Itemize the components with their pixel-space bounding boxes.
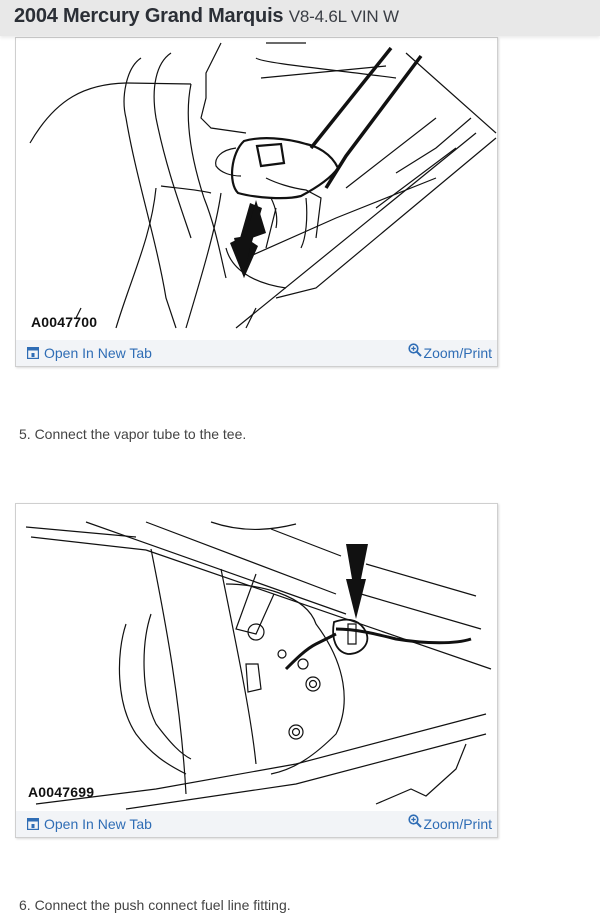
open-new-tab-icon	[27, 818, 39, 830]
figure-a0047699: A0047699 Open In New Tab Zoom/Print	[15, 503, 498, 838]
zoom-in-icon	[407, 343, 422, 357]
engine-spec: V8-4.6L VIN W	[288, 7, 399, 26]
figure-caption: A0047700	[31, 314, 98, 330]
page-header: 2004 Mercury Grand Marquis V8-4.6L VIN W	[0, 0, 600, 36]
figure-a0047700: A0047700 Open In New Tab Zoom/Print	[15, 37, 498, 367]
step-6-text: 6. Connect the push connect fuel line fi…	[19, 897, 291, 913]
zoom-in-icon	[407, 814, 422, 828]
open-in-new-tab-link[interactable]: Open In New Tab	[27, 345, 152, 361]
zoom-print-link[interactable]: Zoom/Print	[407, 814, 492, 832]
zoom-print-label: Zoom/Print	[423, 345, 492, 361]
zoom-print-label: Zoom/Print	[423, 816, 492, 832]
zoom-print-link[interactable]: Zoom/Print	[407, 343, 492, 361]
vapor-tube-diagram	[29, 42, 497, 329]
fuel-line-diagram	[25, 521, 492, 810]
figure-caption: A0047699	[28, 784, 95, 800]
figure-toolbar: Open In New Tab Zoom/Print	[16, 340, 497, 366]
figure-toolbar: Open In New Tab Zoom/Print	[16, 811, 497, 837]
vehicle-title: 2004 Mercury Grand Marquis V8-4.6L VIN W	[14, 5, 399, 28]
open-in-new-tab-link[interactable]: Open In New Tab	[27, 816, 152, 832]
vehicle-name: 2004 Mercury Grand Marquis	[14, 5, 284, 27]
step-5-text: 5. Connect the vapor tube to the tee.	[19, 426, 247, 442]
open-in-new-tab-label: Open In New Tab	[44, 816, 152, 832]
open-in-new-tab-label: Open In New Tab	[44, 345, 152, 361]
open-new-tab-icon	[27, 347, 39, 359]
